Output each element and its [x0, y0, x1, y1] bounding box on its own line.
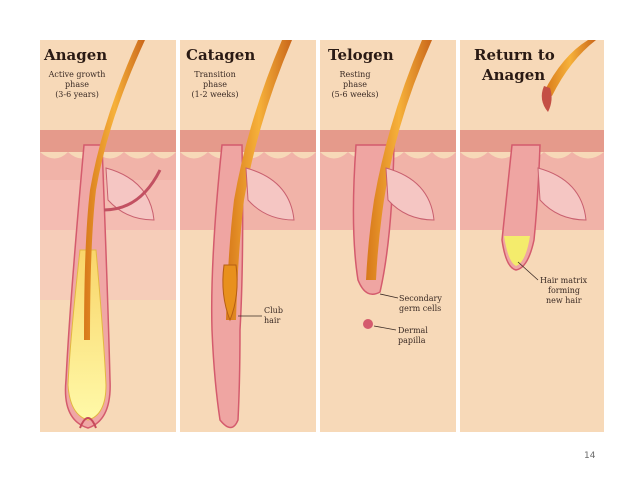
catagen-title: Catagen	[186, 46, 256, 64]
arrector-pili-muscle	[103, 169, 162, 212]
panel-return-to-anagen	[460, 40, 604, 432]
sebaceous-gland	[537, 167, 587, 221]
germ-cells-pointer	[379, 293, 399, 299]
page-number: 14	[584, 451, 596, 461]
anagen-subtitle-1: Active growth	[48, 70, 106, 79]
hair-shaft	[366, 40, 432, 280]
epidermis-band	[40, 130, 176, 152]
catagen-subtitle-2: phase	[203, 80, 227, 89]
telogen-subtitle-3: (5-6 weeks)	[331, 90, 379, 99]
dermal-papilla	[363, 319, 373, 329]
new-hair-matrix	[504, 236, 530, 266]
catagen-subtitle-3: (1-2 weeks)	[191, 90, 239, 99]
anagen-title: Anagen	[44, 46, 108, 64]
anagen-subtitle-2: phase	[65, 80, 89, 89]
hair-matrix-label-line-1: Hair matrix	[540, 276, 588, 285]
panel-telogen	[320, 40, 456, 432]
dermal-papilla-label-line-2: papilla	[398, 336, 426, 345]
secondary-germ-cells-label-line-2: germ cells	[399, 304, 442, 313]
sebaceous-gland	[385, 167, 435, 221]
dermal-papilla-label-line-1: Dermal	[398, 326, 428, 335]
club-hair-label-line-2: hair	[264, 316, 281, 325]
return-to-anagen-title-line-2: Anagen	[482, 66, 546, 84]
dermal-papilla	[79, 417, 97, 429]
catagen-subtitle-1: Transition	[194, 70, 236, 79]
telogen-subtitle-1: Resting	[339, 70, 371, 79]
dermal-papilla-pointer	[373, 325, 397, 331]
telogen-title: Telogen	[328, 46, 394, 64]
sebaceous-gland	[245, 167, 295, 221]
telogen-subtitle-2: phase	[343, 80, 367, 89]
hair-matrix-label-line-2: forming	[548, 286, 581, 295]
secondary-germ-cells-label-line-1: Secondary	[399, 294, 442, 303]
club-hair-label-line-1: Club	[264, 306, 283, 315]
shed-club-hair	[541, 86, 552, 112]
epidermis-band	[460, 130, 604, 152]
shed-hair	[544, 40, 596, 96]
club-hair	[222, 264, 238, 322]
panel-background	[180, 40, 316, 432]
return-to-anagen-title-line-1: Return to	[474, 46, 555, 64]
anagen-subtitle-3: (3-6 years)	[55, 90, 99, 99]
hair-shaft	[84, 40, 145, 340]
panel-anagen	[40, 40, 176, 432]
hair-matrix-pointer	[517, 261, 539, 281]
hair-matrix-label-line-3: new hair	[546, 296, 582, 305]
panel-catagen	[180, 40, 316, 432]
